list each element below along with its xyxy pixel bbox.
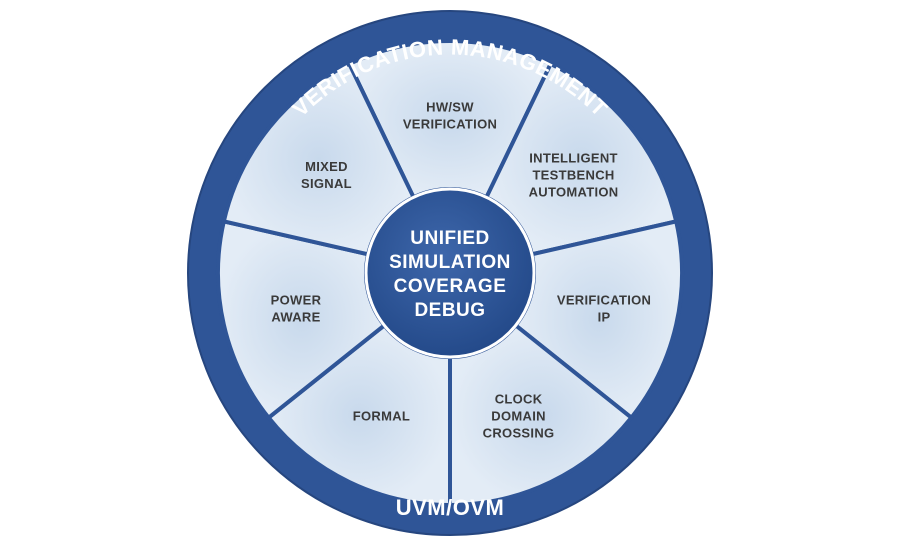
center-label-line: SIMULATION xyxy=(389,252,511,273)
center-label-group: UNIFIED SIMULATION COVERAGE DEBUG xyxy=(389,228,511,321)
segment-label-line: AUTOMATION xyxy=(529,184,619,199)
segment-label-intelligent-testbench-automation: INTELLIGENT TESTBENCH AUTOMATION xyxy=(529,150,619,199)
segment-label-line: TESTBENCH xyxy=(532,167,614,182)
segment-label-line: CROSSING xyxy=(483,425,555,440)
segment-label-line: SIGNAL xyxy=(301,176,352,191)
center-label-line: DEBUG xyxy=(414,300,485,321)
center-label: UNIFIED SIMULATION COVERAGE DEBUG xyxy=(389,228,511,321)
center-hub xyxy=(364,187,536,359)
outer-ring-edge xyxy=(187,10,713,536)
segment-label-formal: FORMAL xyxy=(353,408,410,423)
segment-label-clock-domain-crossing: CLOCK DOMAIN CROSSING xyxy=(483,391,555,440)
center-label-line: UNIFIED xyxy=(410,228,490,249)
segment-label-line: CLOCK xyxy=(495,391,543,406)
segment-label-line: VERIFICATION xyxy=(403,117,497,132)
segment-label-line: AWARE xyxy=(271,310,320,325)
center-label-line: COVERAGE xyxy=(394,276,507,297)
segment-label-mixed-signal: MIXED SIGNAL xyxy=(301,159,352,191)
segment-label-line: HW/SW xyxy=(426,100,474,115)
segments-group: HW/SW VERIFICATION INTELLIGENT TESTBENCH AUT… xyxy=(216,39,684,508)
segment-label-power-aware: POWER AWARE xyxy=(271,293,322,325)
segment-label-verification-ip: VERIFICATION IP xyxy=(557,293,651,325)
segment-label-line: DOMAIN xyxy=(491,408,546,423)
segment-label-line: FORMAL xyxy=(353,408,410,423)
segment-label-line: MIXED xyxy=(305,159,348,174)
segment-label-line: IP xyxy=(598,310,611,325)
segment-label-hw-sw-verification: HW/SW VERIFICATION xyxy=(403,100,497,132)
segment-label-line: INTELLIGENT xyxy=(529,150,618,165)
segment-label-line: VERIFICATION xyxy=(557,293,651,308)
ring-bottom-label: UVM/OVM xyxy=(396,495,505,520)
segment-label-line: POWER xyxy=(271,293,322,308)
